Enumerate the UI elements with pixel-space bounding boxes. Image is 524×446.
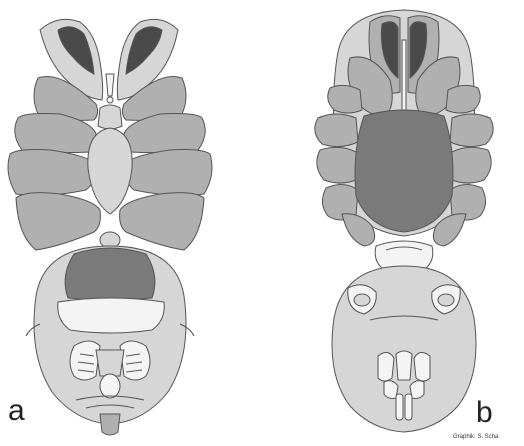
sternum-b bbox=[355, 110, 453, 232]
labium-a bbox=[98, 105, 122, 129]
sternum-a bbox=[88, 128, 132, 214]
panel-a-spider-ventral bbox=[8, 19, 212, 435]
panel-b-spider-ventral bbox=[315, 10, 493, 432]
panel-b-label: b bbox=[476, 398, 493, 428]
image-credit: Graphik: S. Scha bbox=[453, 434, 498, 440]
legs-left-a bbox=[8, 76, 100, 250]
opisthosoma-b bbox=[332, 266, 476, 432]
panel-a-label: a bbox=[8, 396, 25, 426]
legs-right-a bbox=[120, 76, 212, 250]
